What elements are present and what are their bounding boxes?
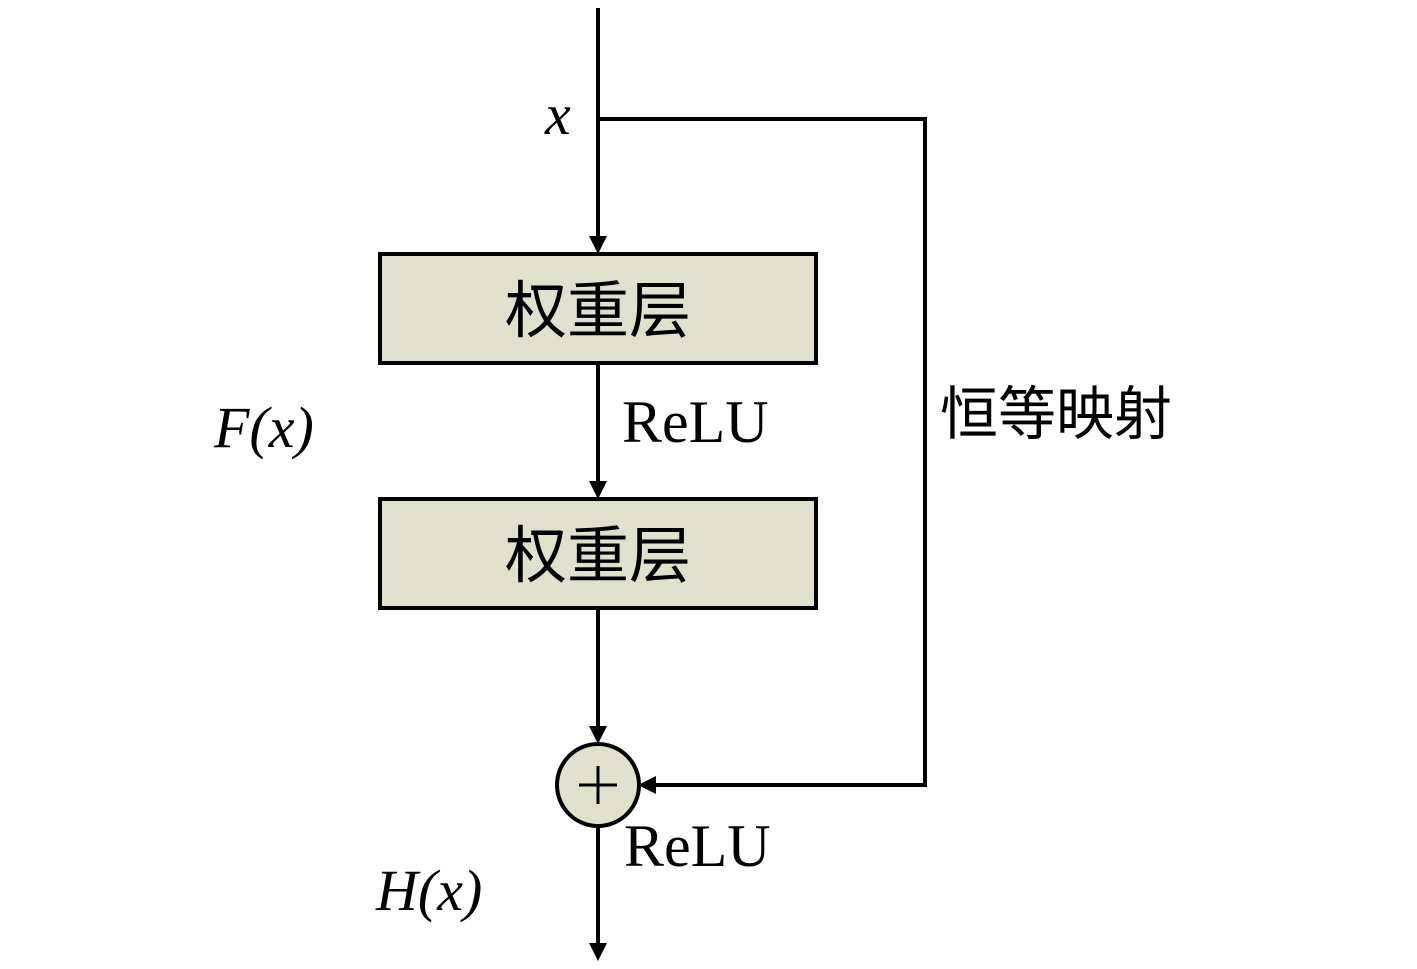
weight-layer-2-label: 权重层 <box>505 519 691 592</box>
weight-layer-1 <box>378 252 818 365</box>
relu-label-output: ReLU <box>624 813 771 879</box>
input-label: x <box>544 82 571 147</box>
residual-label: F(x) <box>213 395 314 460</box>
output-arrow <box>589 943 607 961</box>
plus-icon <box>579 766 617 804</box>
relu-label-middle: ReLU <box>622 389 769 455</box>
arrow-into-add-node <box>638 776 656 794</box>
arrow-to-add-node <box>589 726 607 744</box>
weight-layer-1-label: 权重层 <box>505 274 691 347</box>
shortcut-label: 恒等映射 <box>940 380 1172 448</box>
arrow-into-block-1 <box>589 236 607 254</box>
arrow-into-block-2 <box>589 481 607 499</box>
output-label: H(x) <box>375 858 482 923</box>
shortcut-wire <box>598 117 927 787</box>
